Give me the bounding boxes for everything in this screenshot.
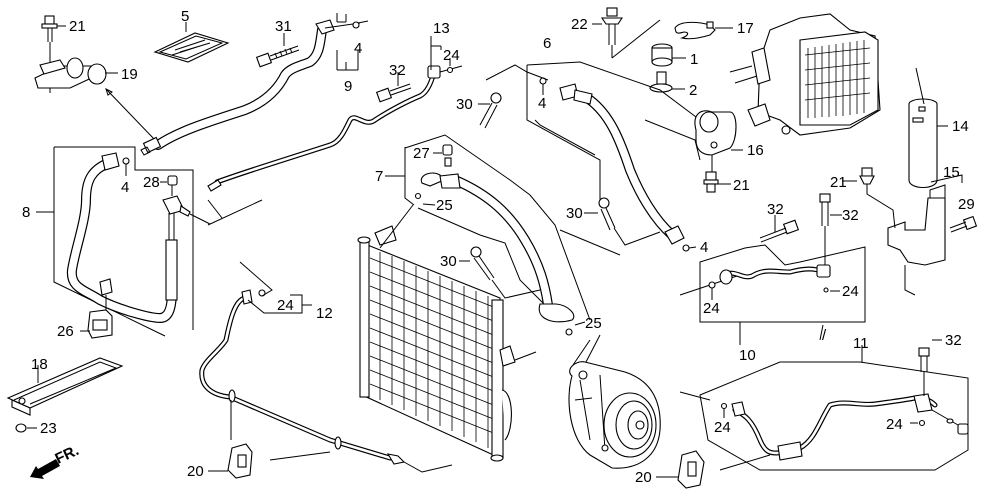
callout-24: 24 bbox=[443, 47, 460, 64]
evaporator-unit-part bbox=[729, 13, 881, 136]
callout-17: 17 bbox=[737, 20, 754, 37]
callout-5: 5 bbox=[181, 8, 189, 25]
callout-21c: 21 bbox=[830, 174, 847, 191]
pipe-11-part bbox=[720, 393, 969, 461]
callout-24c: 24 bbox=[703, 300, 720, 317]
suction-hose-8-part bbox=[66, 152, 211, 323]
pipe-10-part bbox=[708, 264, 840, 300]
bolt-31-part bbox=[255, 33, 300, 68]
callout-14: 14 bbox=[952, 118, 969, 135]
callout-29: 29 bbox=[958, 196, 975, 213]
bolt-32-part bbox=[375, 72, 412, 103]
pipe-clamp-20b-part bbox=[656, 450, 705, 489]
flange-bolt-21c-part bbox=[842, 167, 896, 229]
collar-2-part bbox=[649, 71, 685, 93]
bolt-30a-part bbox=[478, 92, 502, 129]
callout-12: 12 bbox=[316, 305, 333, 322]
callout-18: 18 bbox=[31, 356, 48, 373]
callout-30c: 30 bbox=[440, 253, 457, 270]
callout-8: 8 bbox=[22, 204, 30, 221]
stay-17-part bbox=[674, 21, 733, 40]
bolt-30b-part bbox=[584, 197, 661, 246]
hose-clamp-16-part bbox=[694, 110, 743, 175]
callout-31: 31 bbox=[275, 18, 292, 35]
callout-20b: 20 bbox=[635, 469, 652, 486]
callout-32: 32 bbox=[389, 62, 406, 79]
callout-24e: 24 bbox=[714, 419, 731, 436]
bolt-32b-part bbox=[759, 215, 800, 243]
front-direction-arrow: FR. bbox=[30, 442, 82, 479]
callout-32b: 32 bbox=[767, 201, 784, 218]
callout-4b: 4 bbox=[538, 95, 546, 112]
pipe-hose-9-part bbox=[140, 19, 335, 156]
callout-27: 27 bbox=[413, 145, 430, 162]
callout-25: 25 bbox=[436, 197, 453, 214]
discharge-hose-7-part bbox=[420, 157, 575, 323]
flange-bolt-21-part bbox=[41, 15, 58, 65]
callout-labels: 21 5 31 4 9 13 24 32 19 22 17 1 2 6 4 30… bbox=[22, 8, 975, 486]
callout-15: 15 bbox=[943, 164, 960, 181]
callout-24d: 24 bbox=[277, 297, 294, 314]
callout-7: 7 bbox=[375, 168, 383, 185]
clip-23-part bbox=[15, 423, 37, 433]
callout-11: 11 bbox=[853, 335, 869, 352]
receiver-14-part bbox=[908, 67, 948, 189]
callout-23: 23 bbox=[40, 420, 57, 437]
callout-21b: 21 bbox=[733, 177, 750, 194]
callout-16: 16 bbox=[747, 142, 764, 159]
callout-32d: 32 bbox=[945, 332, 962, 349]
callout-2: 2 bbox=[689, 82, 697, 99]
pipe-clamp-19-part bbox=[34, 57, 107, 93]
callout-24f: 24 bbox=[886, 416, 903, 433]
valve-cap-27-part bbox=[433, 144, 453, 156]
pipe-clamp-26-part bbox=[80, 309, 113, 339]
callout-28: 28 bbox=[143, 174, 160, 191]
valve-cap-28-part bbox=[160, 175, 178, 196]
ref-mark: / bbox=[822, 327, 827, 344]
flange-bolt-21b-part bbox=[703, 171, 731, 193]
caution-label-5-part bbox=[153, 22, 230, 63]
arrow-front-icon bbox=[30, 459, 60, 479]
callout-30b: 30 bbox=[566, 205, 583, 222]
bolt-32d-part bbox=[918, 339, 942, 396]
callout-9: 9 bbox=[344, 78, 352, 95]
bolt-32c-part bbox=[819, 193, 842, 265]
callout-24b: 24 bbox=[842, 283, 859, 300]
callout-22: 22 bbox=[571, 16, 588, 33]
condenser-part bbox=[357, 225, 537, 462]
grommet-1-part bbox=[651, 43, 686, 67]
bolt-29-part bbox=[949, 215, 978, 233]
pipe-13-part bbox=[207, 65, 463, 192]
callout-13: 13 bbox=[433, 20, 450, 37]
pipe-12-part bbox=[199, 289, 453, 473]
suction-hose-6-part bbox=[539, 77, 685, 245]
callout-30: 30 bbox=[456, 96, 473, 113]
callout-1: 1 bbox=[690, 51, 698, 68]
callout-4d: 4 bbox=[700, 239, 708, 256]
evaporator-fins bbox=[804, 40, 871, 118]
pipe-clamp-20a-part bbox=[208, 400, 331, 479]
callout-6: 6 bbox=[543, 35, 551, 52]
condenser-fins bbox=[369, 252, 497, 448]
callout-4c: 4 bbox=[121, 179, 129, 196]
front-direction-label: FR. bbox=[53, 442, 82, 468]
bolt-30c-part bbox=[459, 246, 541, 299]
callout-10: 10 bbox=[739, 347, 756, 364]
callout-32c: 32 bbox=[842, 207, 859, 224]
compressor-part bbox=[568, 334, 661, 469]
callout-25b: 25 bbox=[585, 315, 602, 332]
receiver-bracket-15-part bbox=[887, 174, 963, 296]
callout-4: 4 bbox=[354, 40, 362, 57]
callout-26: 26 bbox=[57, 323, 74, 340]
bolt-22-part bbox=[600, 7, 661, 59]
callout-21: 21 bbox=[69, 18, 86, 35]
pipe-cover-18-part bbox=[6, 357, 124, 416]
callout-20: 20 bbox=[187, 463, 204, 480]
callout-19: 19 bbox=[121, 66, 138, 83]
